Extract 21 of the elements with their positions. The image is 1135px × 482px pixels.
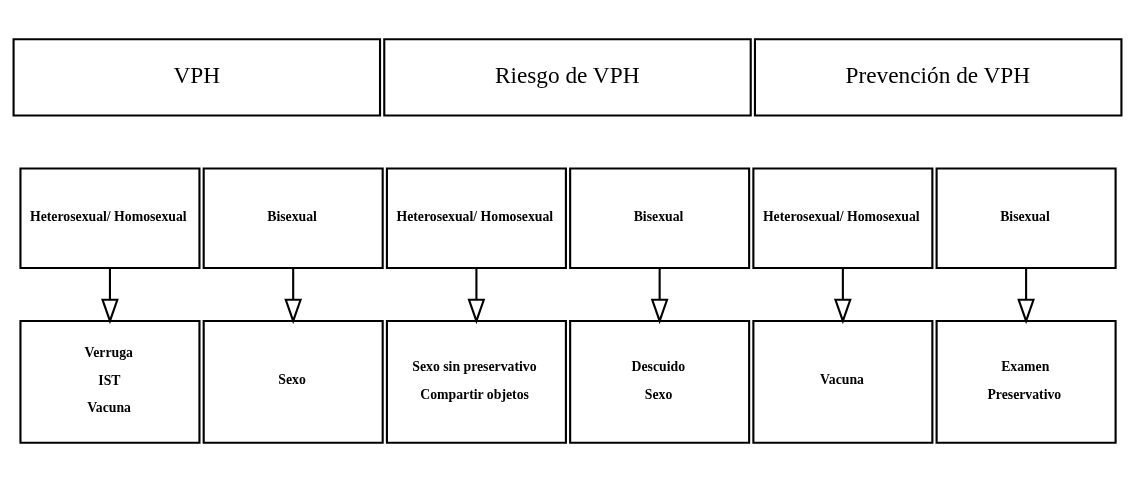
node-box: Heterosexual/ Homosexual [385, 167, 567, 270]
node-box: Bisexual [202, 167, 384, 270]
arrow [101, 268, 119, 325]
node-box: Heterosexual/ Homosexual [19, 167, 201, 270]
arrow [833, 268, 852, 325]
node-box: Verruga IST Vacuna [19, 319, 201, 444]
node-box: Heterosexual/ Homosexual [752, 167, 934, 270]
node-box: Bisexual [569, 167, 751, 270]
arrow [1017, 268, 1035, 325]
node-box: Sexo [202, 319, 384, 444]
node-box: Prevención de VPH [753, 38, 1123, 117]
node-box: Riesgo de VPH [383, 38, 752, 117]
node-box: Descuido Sexo [569, 319, 751, 444]
node-box: Examen Preservativo [935, 319, 1117, 444]
arrow [650, 268, 669, 325]
node-box: VPH [12, 38, 382, 117]
arrow [284, 268, 303, 325]
node-box: Vacuna [752, 319, 934, 444]
node-box: Sexo sin preservativo Compartir objetos [385, 319, 567, 444]
node-box: Bisexual [935, 167, 1117, 270]
arrow [467, 268, 486, 325]
